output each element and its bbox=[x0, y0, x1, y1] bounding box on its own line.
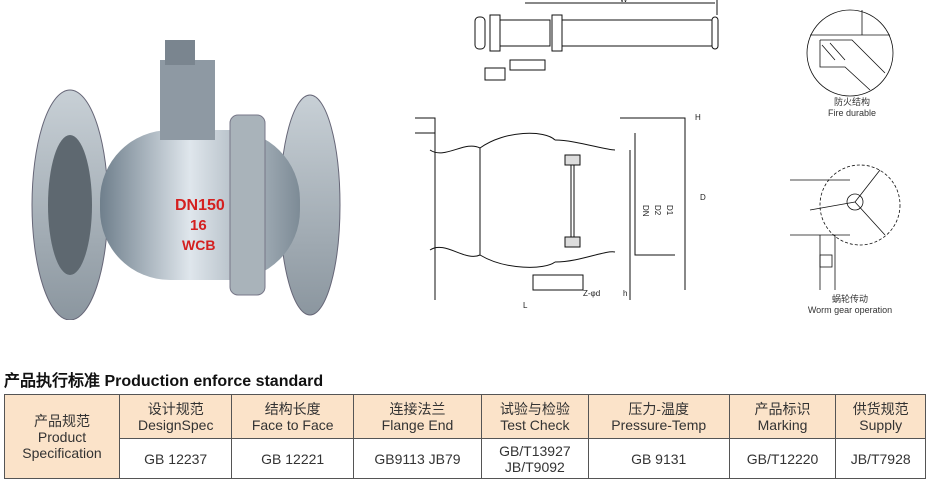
fire-durable-detail-drawing bbox=[806, 9, 894, 97]
section-title: 产品执行标准 Production enforce standard bbox=[4, 373, 324, 390]
row-header-en2: Specification bbox=[22, 444, 102, 461]
worm-gear-label-cn: 蜗轮传动 bbox=[831, 294, 868, 304]
worm-gear-label-en: Worm gear operation bbox=[807, 305, 893, 315]
cell-marking: GB/T12220 bbox=[728, 438, 837, 479]
dim-H: H bbox=[695, 113, 701, 122]
row-header-product-spec: 产品规范 Product Specification bbox=[4, 394, 120, 479]
worm-gear-caption: 蜗轮传动 Worm gear operation bbox=[785, 294, 915, 316]
fire-durable-label-en: Fire durable bbox=[827, 108, 877, 118]
worm-gear-detail-drawing bbox=[790, 164, 901, 290]
dim-d: D bbox=[700, 193, 706, 202]
ball-valve-photo: DN150 16 WCB bbox=[31, 40, 341, 320]
cell-pressure-temp: GB 9131 bbox=[587, 438, 730, 479]
marking-dn: DN150 bbox=[175, 197, 225, 214]
row-header-en1: Product bbox=[37, 428, 87, 445]
dim-w: W bbox=[620, 0, 628, 4]
dim-l: L bbox=[523, 301, 528, 310]
marking-pn: 16 bbox=[190, 217, 207, 234]
dim-d1: D1 bbox=[665, 205, 674, 216]
cell-face-to-face: GB 12221 bbox=[231, 438, 354, 479]
row-header-cn: 产品规范 bbox=[34, 412, 90, 429]
dim-dn: DN bbox=[641, 205, 650, 217]
dim-h: h bbox=[623, 289, 627, 298]
marking-material: WCB bbox=[182, 237, 215, 253]
dim-bolts: Z-φd bbox=[583, 289, 600, 298]
cell-flange-end: GB9113 JB79 bbox=[352, 438, 483, 479]
cell-design-spec: GB 12237 bbox=[118, 438, 233, 479]
cell-supply: JB/T7928 bbox=[835, 438, 926, 479]
fire-durable-label-cn: 防火结构 bbox=[833, 97, 870, 107]
valve-section-drawing: DN D2 D1 D L Z-φd h W H bbox=[415, 0, 719, 310]
dim-d2: D2 bbox=[653, 205, 662, 216]
fire-durable-caption: 防火结构 Fire durable bbox=[787, 97, 917, 119]
